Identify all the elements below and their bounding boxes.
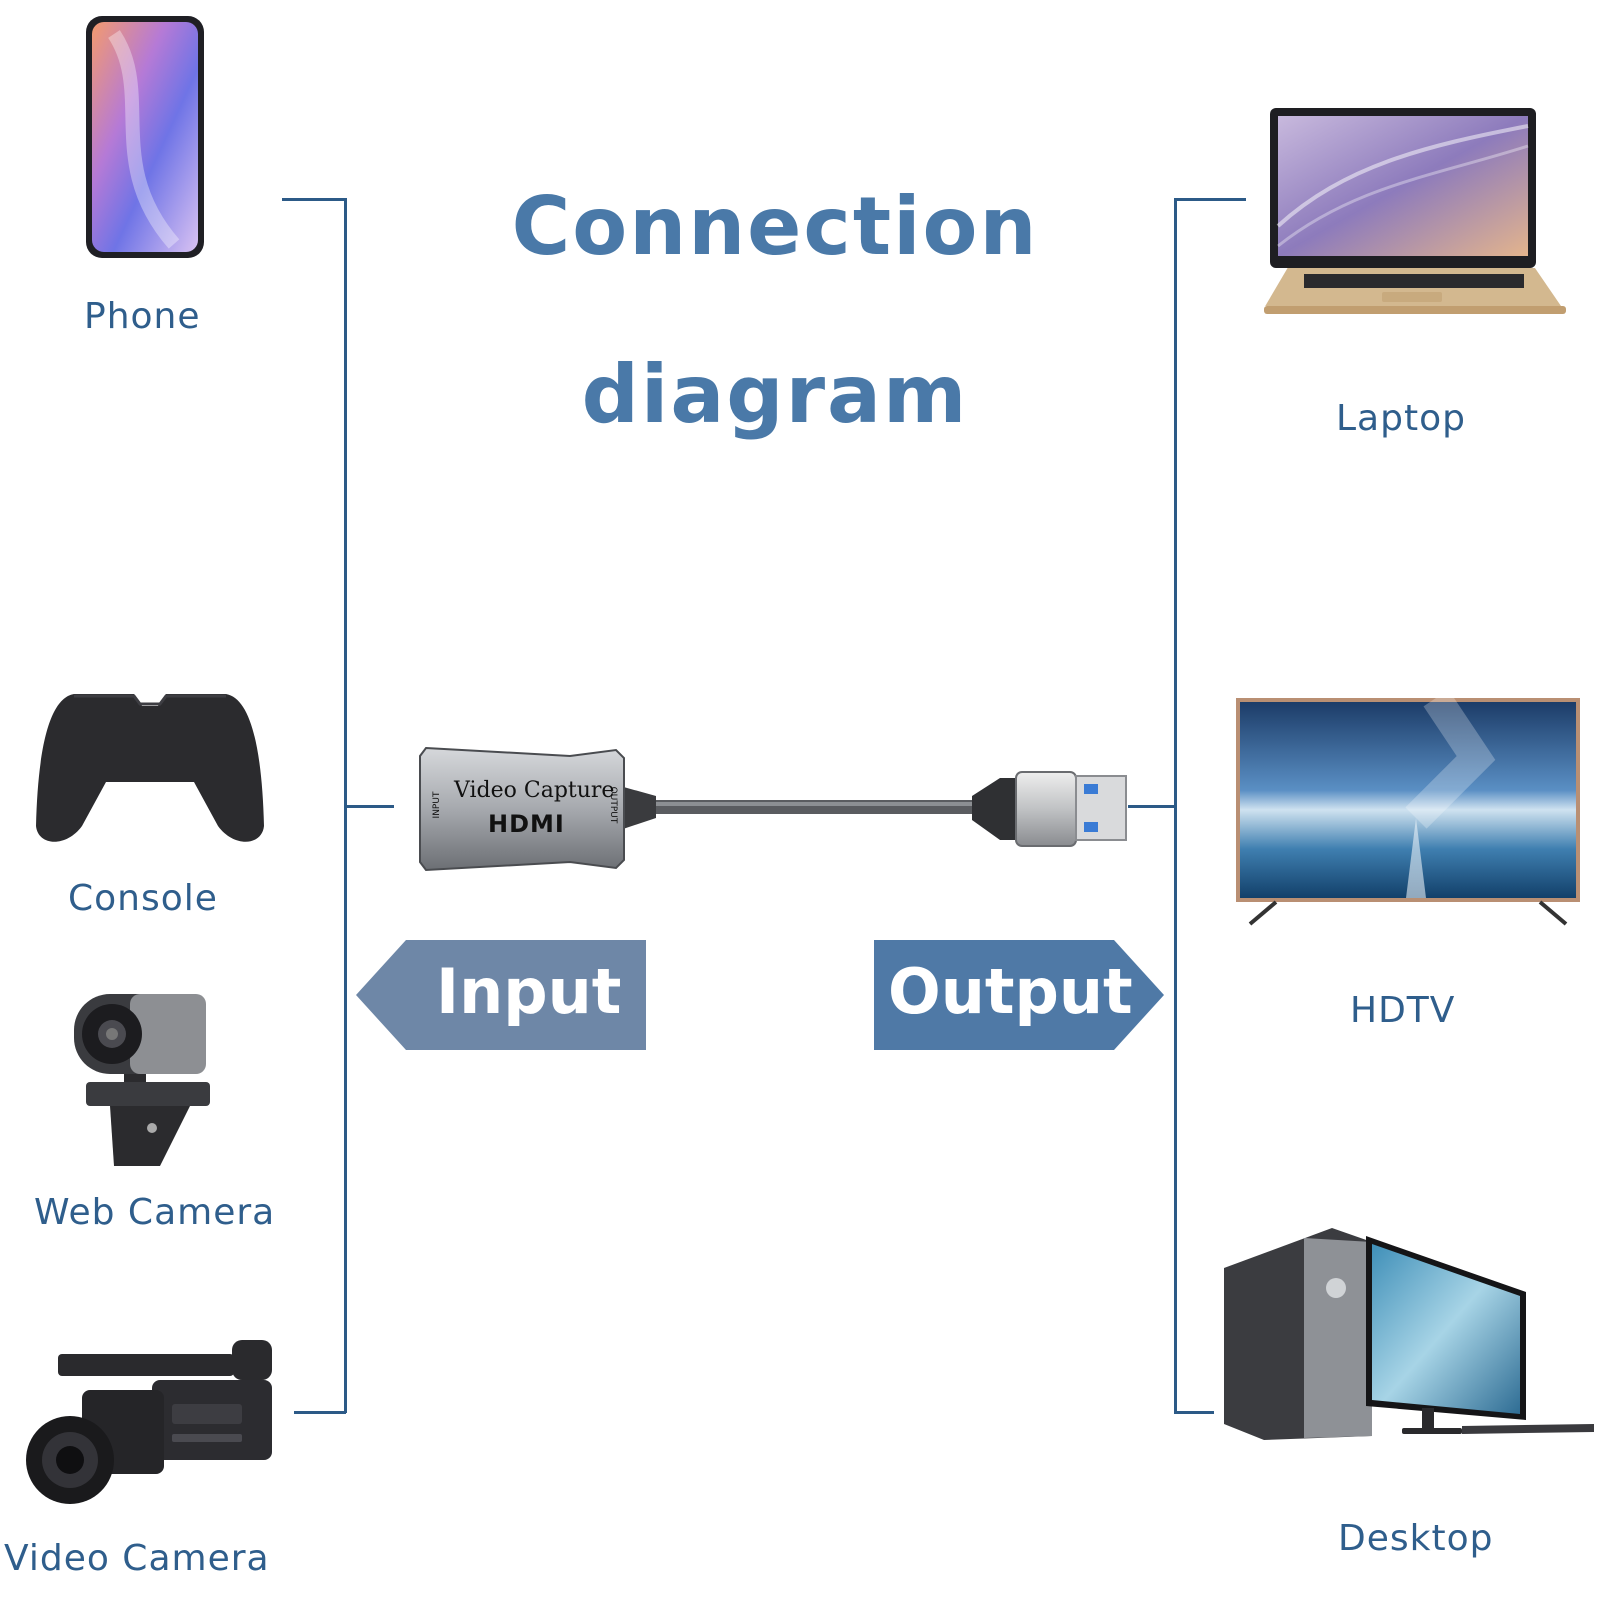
output-label-laptop: Laptop xyxy=(1336,398,1466,439)
left-bracket-bottom xyxy=(294,1411,346,1414)
device-input-port: INPUT xyxy=(432,791,442,819)
desktop-icon xyxy=(1224,1228,1594,1440)
device-model: HDMI xyxy=(488,810,565,838)
input-label-web-camera: Web Camera xyxy=(34,1192,276,1233)
output-label-desktop: Desktop xyxy=(1338,1518,1494,1559)
input-label-phone: Phone xyxy=(84,296,201,337)
output-label-hdtv: HDTV xyxy=(1350,990,1456,1031)
webcam-icon xyxy=(74,994,210,1166)
camcorder-icon xyxy=(26,1340,272,1504)
right-bracket-bottom xyxy=(1174,1411,1214,1414)
device-name: Video Capture xyxy=(454,778,615,803)
right-bracket-top xyxy=(1174,198,1246,201)
input-arrow-label: Input xyxy=(436,955,622,1028)
right-connector xyxy=(1128,805,1176,808)
input-label-video-camera: Video Camera xyxy=(4,1538,270,1579)
capture-device xyxy=(419,746,1127,872)
input-label-console: Console xyxy=(68,878,218,919)
output-arrow xyxy=(874,940,1164,1050)
left-connector xyxy=(346,805,394,808)
tv-icon xyxy=(1236,689,1580,926)
left-bracket-vertical xyxy=(344,198,347,1413)
gamepad-icon xyxy=(36,694,264,842)
laptop-icon xyxy=(1264,108,1566,314)
left-bracket-top xyxy=(282,198,346,201)
title-line-2: diagram xyxy=(581,348,969,441)
input-arrow xyxy=(356,940,646,1050)
phone-icon xyxy=(86,16,204,258)
output-arrow-label: Output xyxy=(888,955,1133,1028)
title-line-1: Connection xyxy=(511,180,1039,273)
device-output-port: OUTPUT xyxy=(608,786,618,824)
